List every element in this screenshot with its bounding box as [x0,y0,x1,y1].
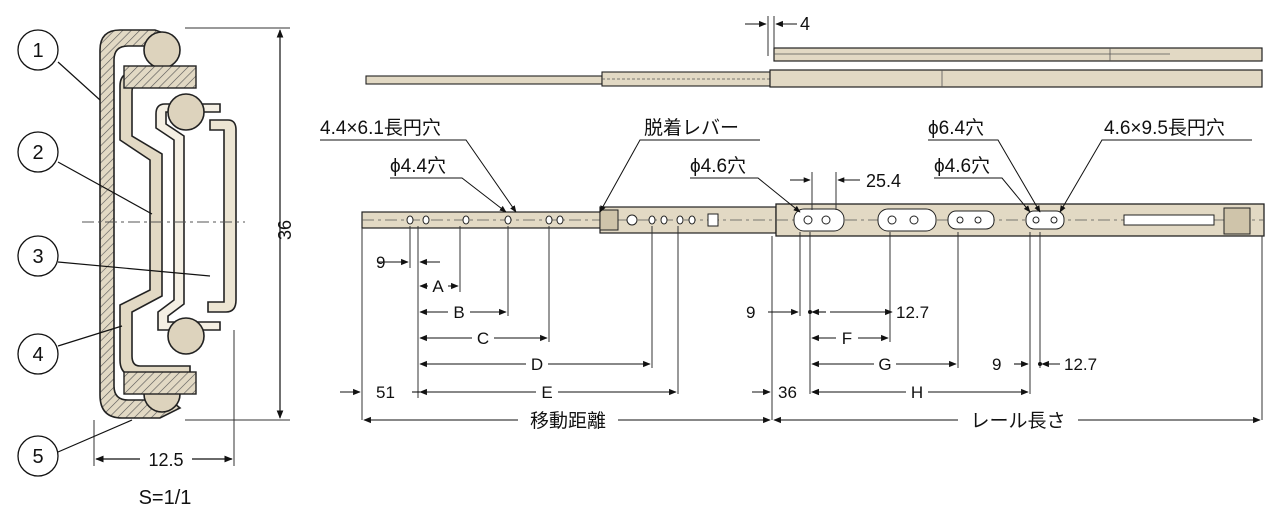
slot-left-label: 4.4×6.1長円穴 [320,117,441,139]
width-dimension: 12.5 [148,450,183,470]
scale-label: S=1/1 [139,487,192,509]
dimension-labels: 9 A B C D E 51 9 12.7 F G H 36 9 12.7 移動… [376,253,1097,432]
dim-rail-length: レール長さ [970,411,1065,432]
dim-f: F [842,329,852,348]
dim-d: D [531,355,543,374]
dim-36: 36 [778,383,797,402]
dim-travel: 移動距離 [530,410,606,432]
svg-text:1: 1 [32,40,43,62]
dim-9-left: 9 [376,253,385,272]
part-callout-1 [17,29,59,71]
dim-9-mid: 9 [746,303,755,322]
top-view: 4 [365,14,1263,88]
dim-9-right: 9 [992,355,1001,374]
part-callouts: 1 2 3 4 5 [17,29,211,477]
hole-mid-label: ϕ4.6穴 [690,155,746,177]
ball-bearing-lower [167,317,205,355]
dim-g: G [878,355,891,374]
retainer-bottom [123,371,197,395]
retainer-top [123,65,197,89]
dim-e: E [541,383,552,402]
hole-annotations: 4.4×6.1長円穴 ϕ4.4穴 脱着レバー ϕ4.6穴 ϕ6.4穴 ϕ4.6穴… [320,117,1252,213]
pitch-dimension: 25.4 [866,171,901,191]
dim-c: C [477,329,489,348]
channel-profile [207,119,237,313]
dim-b: B [453,303,464,322]
part-callout-3 [17,235,59,277]
hole-right-b-label: ϕ4.6穴 [934,155,990,177]
part-callout-4 [17,333,59,375]
svg-text:5: 5 [32,446,43,468]
dim-12-7-a: 12.7 [896,303,929,322]
dim-h: H [911,383,923,402]
hole-right-a-label: ϕ6.4穴 [928,117,984,139]
part-callout-2 [17,131,59,173]
svg-text:4: 4 [32,344,43,366]
part-callout-5 [17,435,59,477]
dim-12-7-b: 12.7 [1064,355,1097,374]
dimension-lines [361,226,1263,420]
dim-51: 51 [376,383,395,402]
cross-section: 36 12.5 S=1/1 1 2 3 4 5 [17,27,295,509]
offset-dimension: 4 [800,14,810,34]
hole-left-label: ϕ4.4穴 [390,155,446,177]
ball-bearing-top-left [143,31,181,69]
dim-a: A [432,277,444,296]
svg-text:2: 2 [32,142,43,164]
lever-label: 脱着レバー [644,117,739,139]
svg-text:3: 3 [32,246,43,268]
ball-bearing-upper [167,93,205,131]
height-dimension: 36 [275,220,295,240]
slot-right-label: 4.6×9.5長円穴 [1104,117,1225,139]
side-view [361,203,1265,237]
inner-rail-profile [155,103,221,331]
